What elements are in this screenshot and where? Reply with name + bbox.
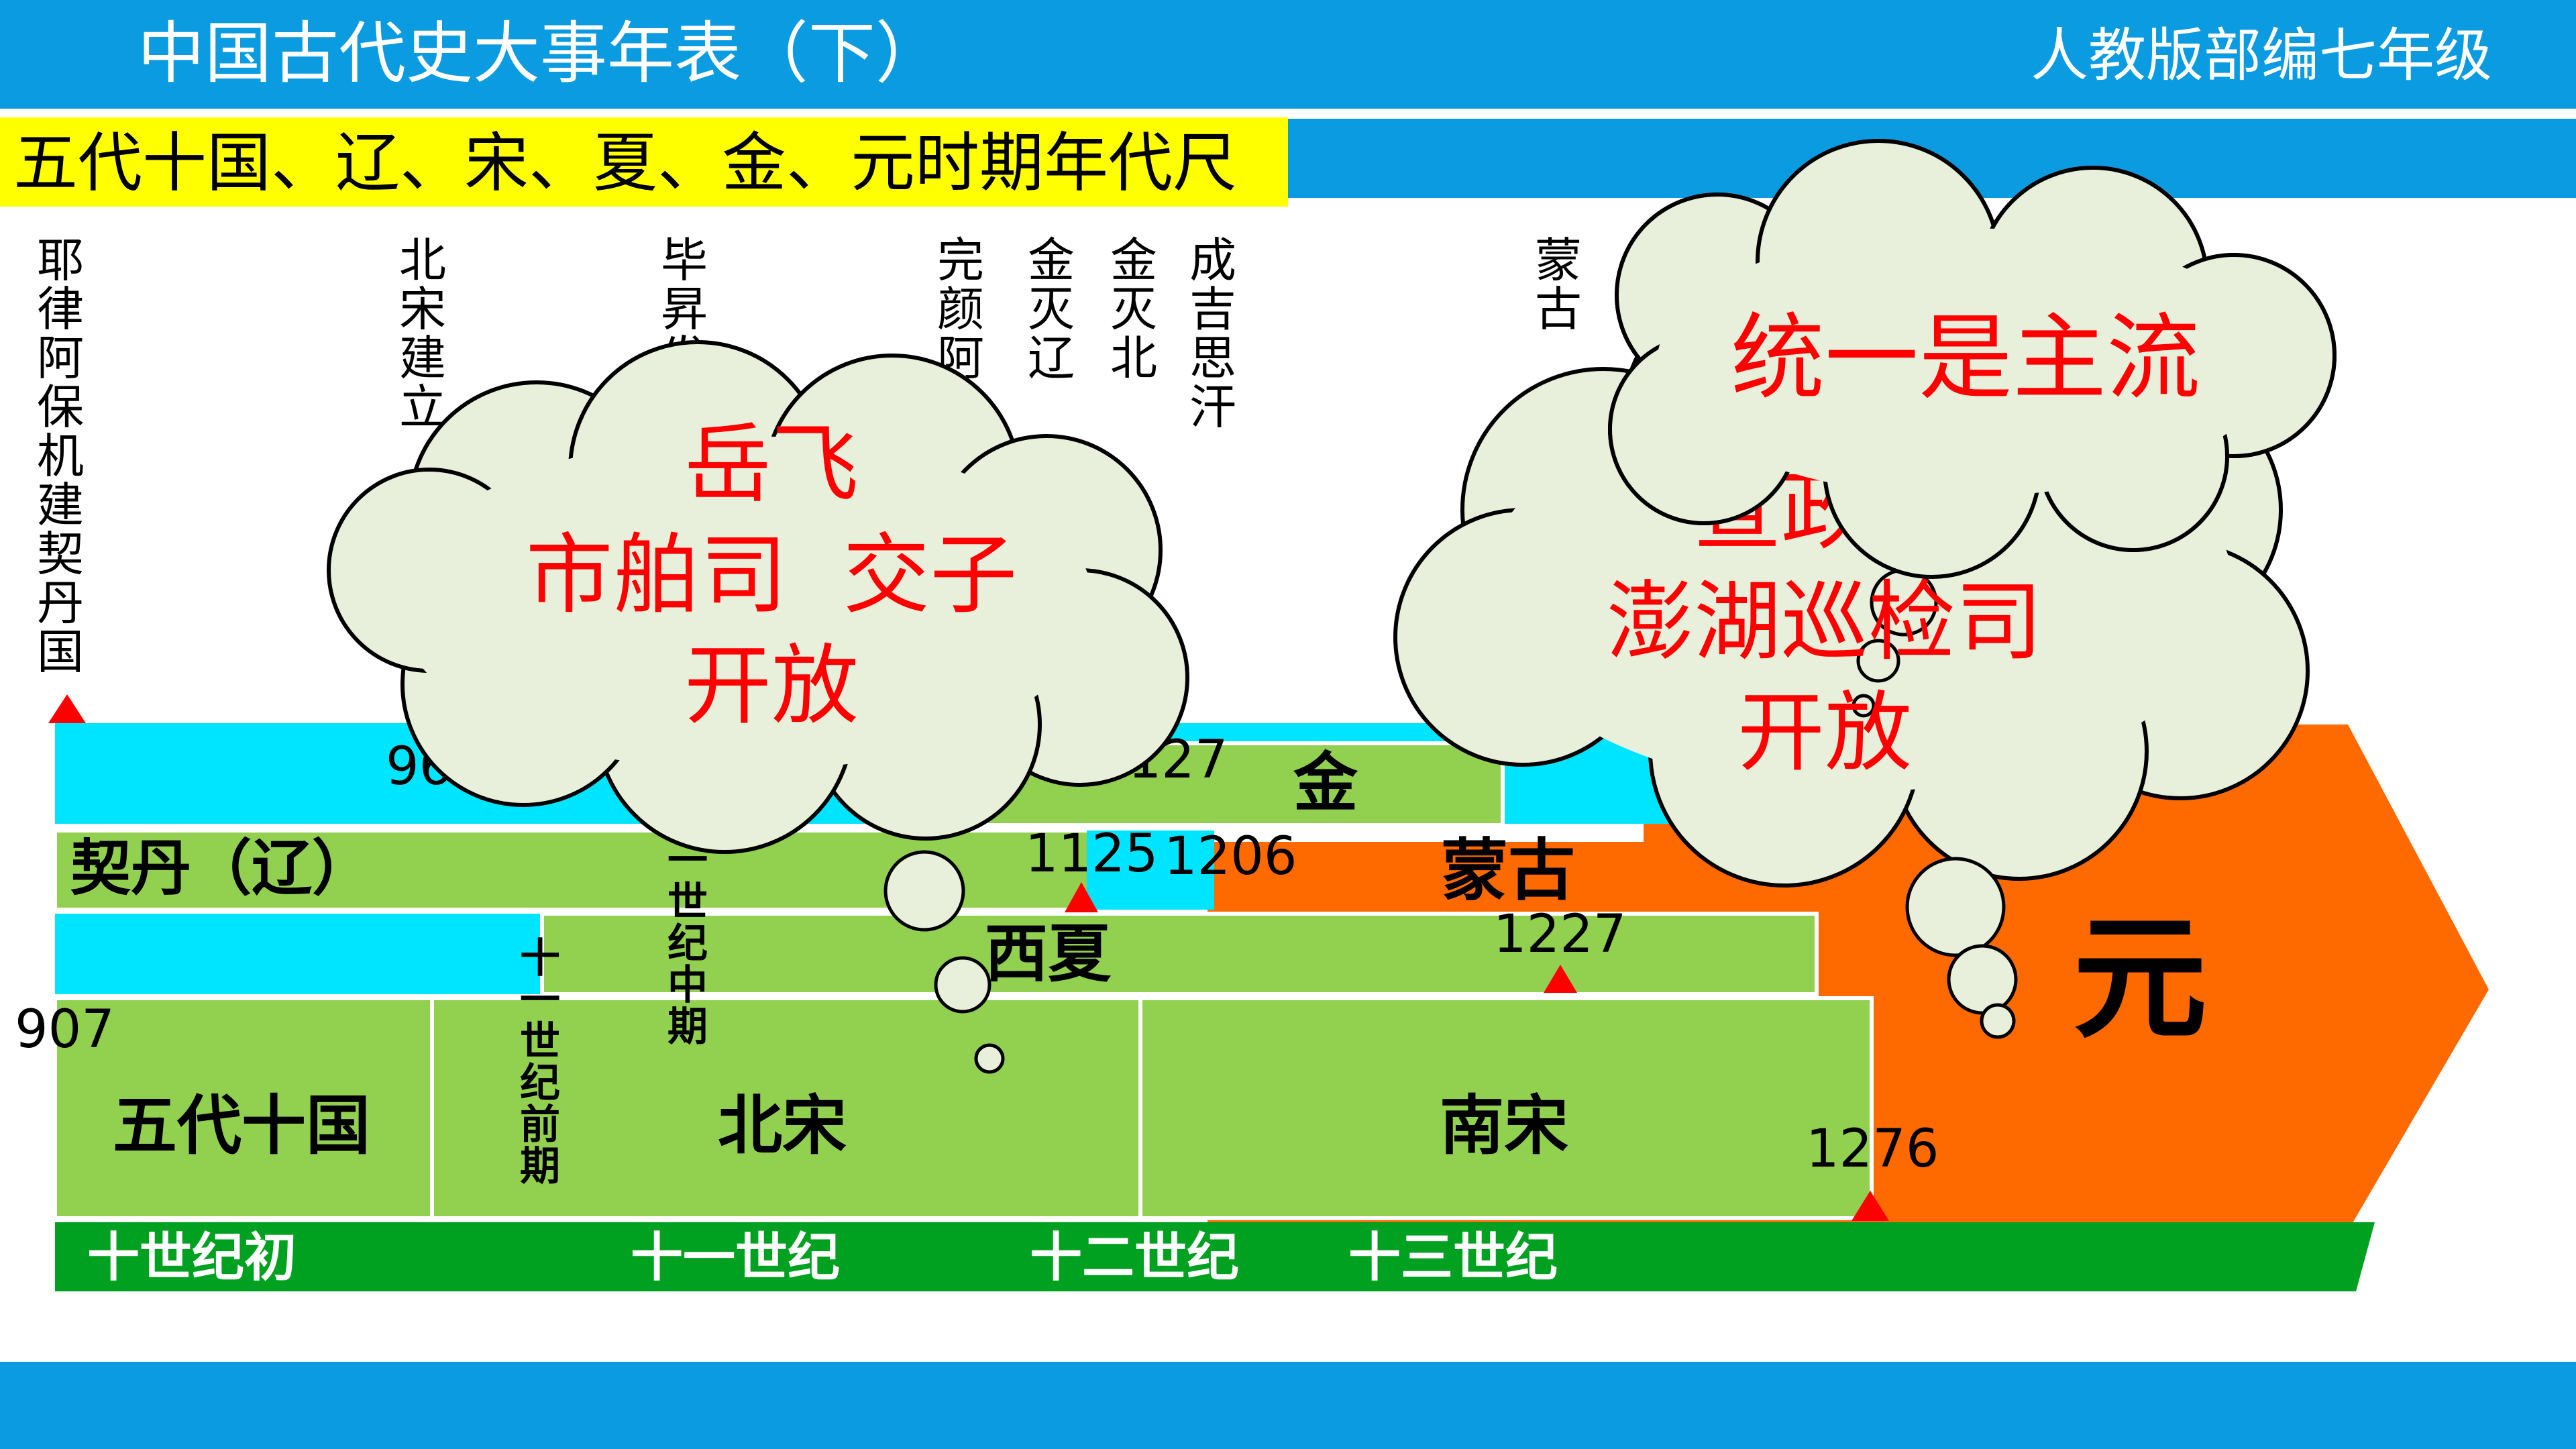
event-label-qidan: 耶律阿保机建契丹国 xyxy=(37,233,84,680)
dynasty-beisong: 北宋 xyxy=(718,1088,847,1163)
event-label-jin-liao: 金灭辽 xyxy=(1028,233,1075,386)
note-early-11th-century: 十一世纪前期 xyxy=(520,935,560,1190)
century-band xyxy=(55,1222,2375,1291)
year-1227: 1227 xyxy=(1493,904,1627,965)
event-label-chengjisi: 成吉思汗 xyxy=(1189,233,1236,435)
dynasty-menggu: 蒙古 xyxy=(1441,831,1575,910)
song-cloud xyxy=(327,340,1189,854)
yuan-cloud-line-2: 澎湖巡检司 xyxy=(1606,571,2043,673)
subtitle: 五代十国、辽、宋、夏、金、元时期年代尺 xyxy=(13,125,1237,201)
marker-1276 xyxy=(1851,1191,1889,1221)
wudai-bar xyxy=(53,996,434,1220)
song-cloud-text: 岳飞 市舶司 交子 开放 xyxy=(470,409,1073,741)
nansong-bar xyxy=(1138,996,1874,1220)
marker-916 xyxy=(48,694,86,723)
dynasty-nansong: 南宋 xyxy=(1440,1088,1568,1163)
dynasty-xixia: 西夏 xyxy=(985,918,1112,991)
event-label-menggu: 蒙古 xyxy=(1535,233,1582,337)
year-1276: 1276 xyxy=(1806,1119,1939,1179)
song-cloud-bubbles xyxy=(883,850,1005,1074)
year-1125: 1125 xyxy=(1025,824,1159,884)
yuan-cloud-bubbles xyxy=(1851,568,2018,1039)
dynasty-qidan: 契丹（辽） xyxy=(70,833,372,904)
century-13: 十三世纪 xyxy=(1348,1228,1558,1288)
edition-label: 人教版部编七年级 xyxy=(2031,22,2492,89)
song-cloud-line-3: 开放 xyxy=(684,635,859,737)
event-label-jin-beisong: 金灭北 xyxy=(1110,233,1157,386)
page-title: 中国古代史大事年表（下） xyxy=(138,14,943,93)
event-label-beisong: 北宋建立 xyxy=(399,233,446,435)
dynasty-yuan: 元 xyxy=(2073,901,2208,1057)
dynasty-jin: 金 xyxy=(1293,745,1358,820)
footer-bar xyxy=(0,1362,2576,1449)
year-1206: 1206 xyxy=(1164,826,1297,887)
subtitle-highlight xyxy=(0,117,1288,207)
century-12: 十二世纪 xyxy=(1030,1228,1240,1288)
qidan-cyan-gap xyxy=(1087,830,1214,910)
yuan-top-cloud-text: 统一是主流 xyxy=(1730,304,2200,413)
xixia-bar xyxy=(540,912,1819,996)
song-cloud-line-2: 市舶司 交子 xyxy=(525,524,1018,626)
century-10: 十世纪初 xyxy=(87,1228,297,1288)
century-11: 十一世纪 xyxy=(631,1228,841,1288)
beisong-bar xyxy=(430,996,1142,1220)
year-907: 907 xyxy=(15,1000,115,1060)
marker-1227 xyxy=(1544,965,1577,993)
yuan-cloud-line-3: 开放 xyxy=(1737,682,1912,784)
header-bar xyxy=(0,0,2576,109)
dynasty-wudai: 五代十国 xyxy=(113,1088,370,1163)
song-cloud-line-1: 岳飞 xyxy=(684,413,859,515)
marker-1125 xyxy=(1065,882,1098,912)
